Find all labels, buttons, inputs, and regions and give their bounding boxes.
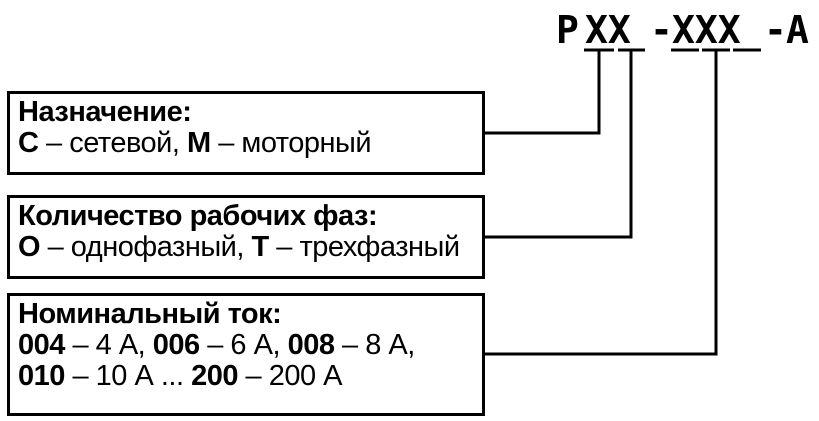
purpose-heading: Назначение: bbox=[18, 96, 192, 128]
phases-key-o: О bbox=[18, 231, 41, 263]
current-key-010: 010 bbox=[18, 360, 65, 392]
purpose-text-c: – сетевой, bbox=[38, 127, 187, 159]
current-heading: Номинальный ток: bbox=[18, 298, 282, 330]
current-box: Номинальный ток: 004 – 4 А, 006 – 6 А, 0… bbox=[7, 293, 485, 416]
purpose-box: Назначение: С – сетевой, М – моторный bbox=[7, 91, 485, 175]
purpose-key-c: С bbox=[18, 127, 39, 159]
phases-box: Количество рабочих фаз: О – однофазный, … bbox=[7, 195, 485, 279]
purpose-text-m: – моторный bbox=[210, 127, 372, 159]
current-key-006: 006 bbox=[152, 329, 200, 361]
current-text-008: – 8 А, bbox=[334, 329, 415, 361]
phases-text-t: – трехфазный bbox=[268, 231, 460, 263]
phases-key-t: Т bbox=[251, 231, 270, 263]
code-dash-1: - bbox=[650, 8, 673, 52]
current-options-line-2: 010 – 10 А ... 200 – 200 А bbox=[18, 361, 474, 392]
phases-heading: Количество рабочих фаз: bbox=[18, 200, 378, 232]
current-options-line-1: 004 – 4 А, 006 – 6 А, 008 – 8 А, bbox=[18, 330, 474, 361]
current-key-008: 008 bbox=[287, 329, 335, 361]
current-text-200: – 200 А bbox=[237, 360, 343, 392]
connector-purpose bbox=[485, 50, 601, 135]
code-char-a: A bbox=[786, 8, 809, 52]
connector-current bbox=[485, 50, 718, 356]
code-char-p: P bbox=[556, 8, 579, 52]
phases-options: О – однофазный, Т – трехфазный bbox=[18, 232, 474, 263]
code-dash-2: - bbox=[764, 8, 787, 52]
code-char-xxx: XXX bbox=[672, 8, 741, 52]
connector-phases bbox=[485, 50, 633, 239]
code-char-xx: XX bbox=[585, 8, 631, 52]
current-text-004: – 4 А, bbox=[64, 329, 153, 361]
purpose-key-m: М bbox=[186, 127, 211, 159]
current-key-004: 004 bbox=[18, 329, 65, 361]
current-text-010: – 10 А ... bbox=[64, 360, 192, 392]
current-key-200: 200 bbox=[191, 360, 238, 392]
purpose-options: С – сетевой, М – моторный bbox=[18, 128, 474, 159]
phases-text-o: – однофазный, bbox=[40, 231, 252, 263]
current-text-006: – 6 А, bbox=[199, 329, 288, 361]
